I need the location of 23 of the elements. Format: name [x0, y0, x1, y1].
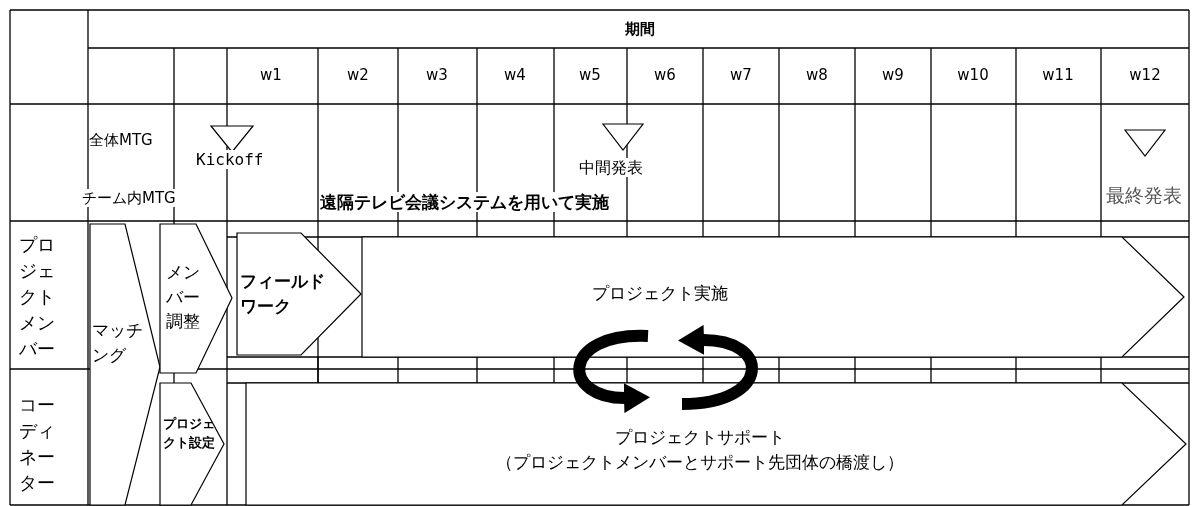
- note-text: 遠隔テレビ会議システムを用いて実施: [320, 192, 609, 213]
- step-label: メンバー調整: [166, 261, 201, 334]
- step-label: フィールドワーク: [240, 270, 326, 318]
- column-header: 期間: [625, 20, 655, 38]
- milestone-label: 最終発表: [1106, 184, 1182, 207]
- cycle-arrow: [573, 330, 650, 413]
- process-step: [237, 233, 361, 355]
- milestone-triangle: [603, 124, 643, 150]
- process-step: [246, 383, 1186, 505]
- step-label: マッチング: [92, 319, 144, 367]
- milestone-triangle: [1125, 130, 1165, 156]
- milestone-label: Kickoff: [196, 150, 264, 170]
- step-label: プロジェクトサポート: [615, 426, 785, 449]
- milestone-label: 中間発表: [579, 158, 643, 178]
- meeting-label: 全体MTG: [89, 131, 153, 149]
- milestone-triangle: [211, 126, 253, 152]
- process-step: [160, 224, 232, 373]
- step-label: プロジェクト設定: [163, 415, 216, 452]
- step-label: （プロジェクトメンバーとサポート先団体の橋渡し）: [496, 451, 904, 474]
- process-step: [160, 383, 224, 505]
- cycle-arrow: [678, 325, 758, 410]
- step-label: プロジェクト実施: [592, 282, 728, 305]
- meeting-label: チーム内MTG: [82, 189, 176, 207]
